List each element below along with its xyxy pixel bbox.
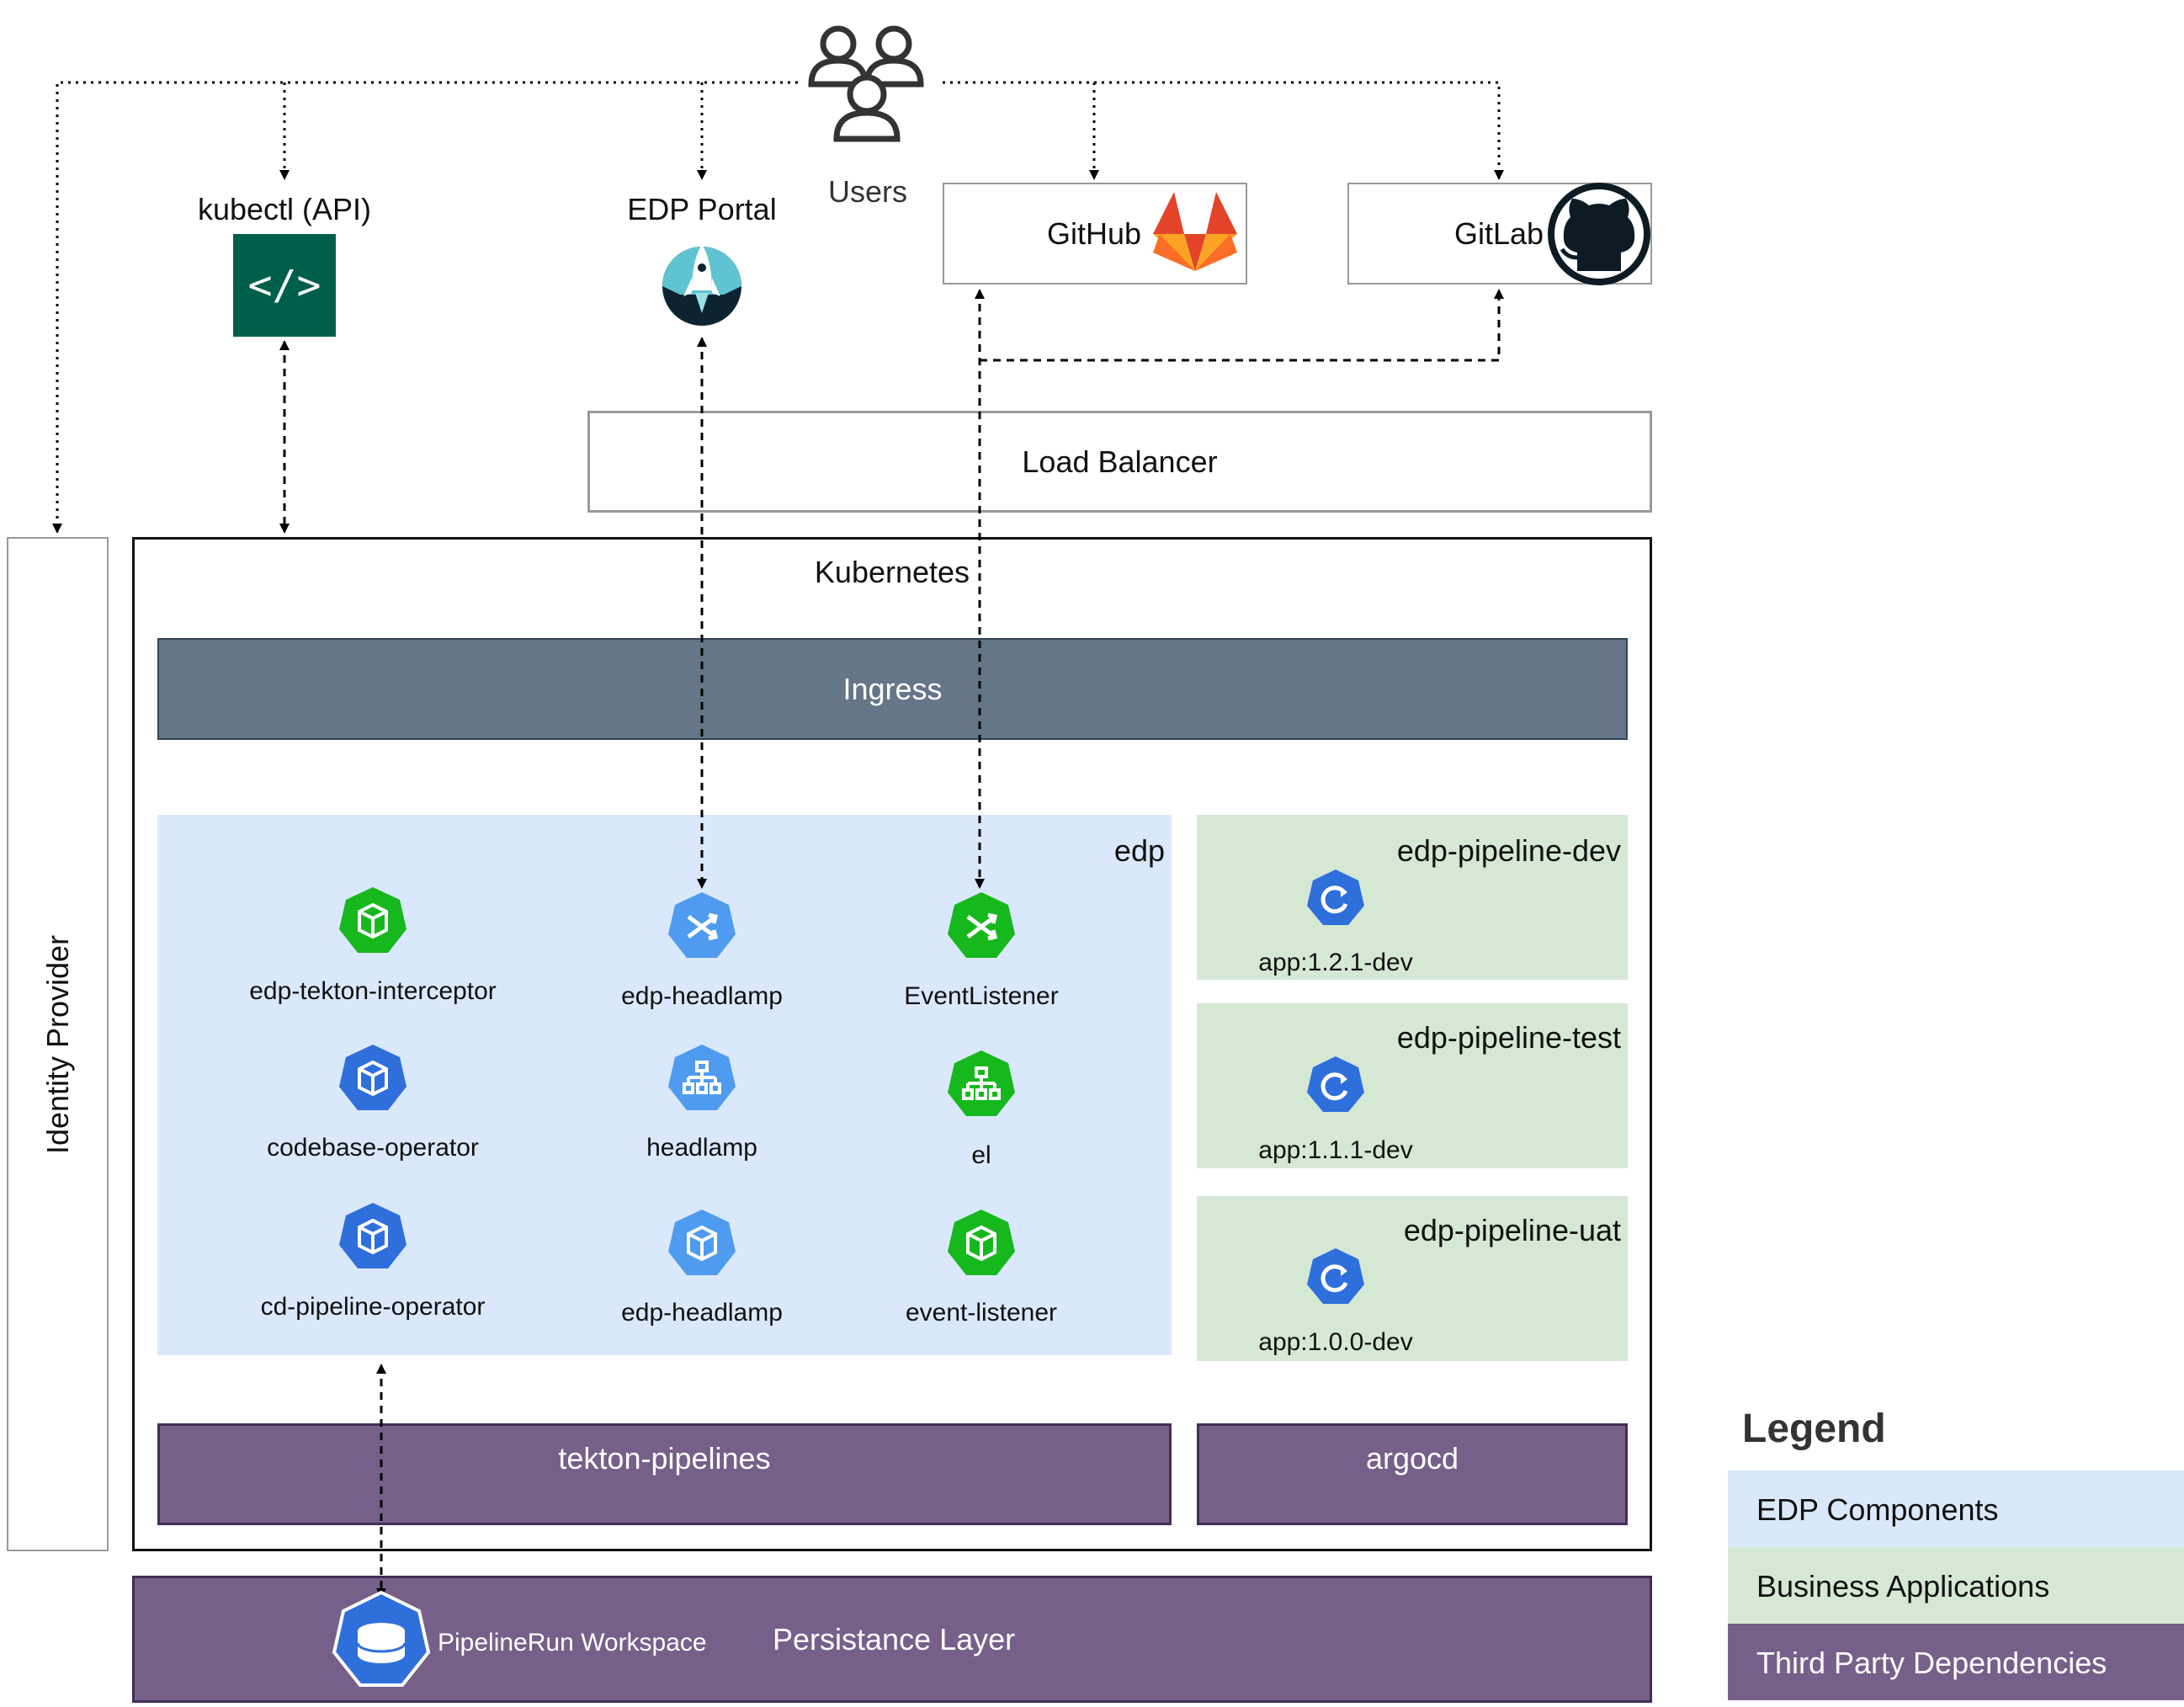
service-connectors (279, 289, 1504, 1598)
ingress-label: Ingress (842, 671, 943, 706)
app-version-label: app:1.1.1-dev (1258, 1136, 1413, 1164)
pipeline-uat-label: edp-pipeline-uat (1403, 1213, 1621, 1247)
load-balancer-box: Load Balancer (587, 411, 1652, 513)
pipelinerun-workspace-label: PipelineRun Workspace (438, 1629, 707, 1656)
pipeline-dev-namespace: edp-pipeline-dev (1197, 815, 1628, 980)
argo-app-icon (1307, 1248, 1364, 1304)
legend-item-third-party: Third Party Dependencies (1728, 1624, 2184, 1700)
service-icon (668, 892, 736, 958)
deployment-icon (339, 1045, 407, 1110)
github-octocat-icon (1548, 183, 1650, 285)
user-line (52, 81, 798, 534)
github-label: GitHub (1047, 216, 1142, 251)
legend-item-business: Business Applications (1728, 1547, 2184, 1624)
gitlab-label: GitLab (1454, 216, 1544, 251)
deployment-icon (339, 1203, 407, 1268)
code-icon: </> (233, 234, 336, 337)
legend-item-label: Third Party Dependencies (1756, 1646, 2107, 1680)
kubectl-label: kubectl (API) (197, 192, 372, 226)
deployment-icon (339, 887, 407, 953)
argo-app-icon (1307, 869, 1364, 925)
user-line (943, 81, 1504, 180)
rocket-icon (662, 244, 741, 326)
git-gitlab-link (980, 289, 1504, 362)
edp-item-label: edp-headlamp (621, 982, 783, 1010)
edp-item-label: headlamp (646, 1134, 757, 1162)
kubernetes-label: Kubernetes (814, 555, 970, 589)
deployment-icon (948, 1210, 1015, 1275)
edp-item-label: codebase-operator (267, 1134, 479, 1162)
argocd-bar: argocd (1197, 1423, 1628, 1525)
pipeline-test-namespace: edp-pipeline-test (1197, 1003, 1628, 1168)
edp-item-label: el (971, 1141, 991, 1169)
edp-item-label: cd-pipeline-operator (260, 1293, 486, 1321)
identity-provider-box: Identity Provider (7, 537, 109, 1551)
pipeline-dev-label: edp-pipeline-dev (1396, 833, 1621, 868)
gitlab-fox-icon (1153, 192, 1237, 271)
edp-item-label: edp-tekton-interceptor (249, 977, 497, 1005)
user-connectors (52, 81, 1504, 534)
users-icon (808, 25, 924, 142)
edp-namespace-label: edp (1113, 833, 1165, 868)
pipeline-test-label: edp-pipeline-test (1396, 1020, 1621, 1055)
ingress-bar: Ingress (157, 638, 1628, 740)
tekton-pipelines-bar: tekton-pipelines (157, 1423, 1172, 1525)
argo-app-icon (1307, 1056, 1364, 1112)
edp-item-label: edp-headlamp (621, 1299, 783, 1327)
edp-item-label: EventListener (904, 982, 1059, 1010)
users-label: Users (827, 174, 908, 209)
deployment-icon (668, 1210, 736, 1275)
argocd-label: argocd (1365, 1441, 1459, 1476)
load-balancer-label: Load Balancer (1022, 444, 1218, 479)
edp-icons (339, 887, 1015, 1275)
service-icon (948, 892, 1015, 958)
app-version-label: app:1.0.0-dev (1258, 1328, 1413, 1356)
github-box: GitHub (943, 183, 1247, 284)
ingress-icon (668, 1045, 736, 1110)
legend-item-label: Business Applications (1756, 1569, 2050, 1603)
argo-app-icons (1307, 869, 1364, 1304)
app-version-label: app:1.2.1-dev (1258, 949, 1413, 976)
gitlab-box: GitLab (1347, 183, 1652, 284)
legend-title: Legend (1742, 1407, 1886, 1451)
persistence-layer-label: Persistance Layer (773, 1622, 1016, 1656)
edp-item-label: event-listener (905, 1299, 1058, 1327)
storage-icon (332, 1590, 431, 1687)
pipeline-uat-namespace: edp-pipeline-uat (1197, 1196, 1628, 1361)
edp-portal-label: EDP Portal (627, 192, 777, 226)
tekton-pipelines-label: tekton-pipelines (558, 1441, 771, 1476)
ingress-icon (948, 1050, 1015, 1116)
legend-item-edp: EDP Components (1728, 1470, 2184, 1547)
legend-item-label: EDP Components (1756, 1492, 1999, 1527)
kubernetes-box: Kubernetes (132, 537, 1652, 1551)
